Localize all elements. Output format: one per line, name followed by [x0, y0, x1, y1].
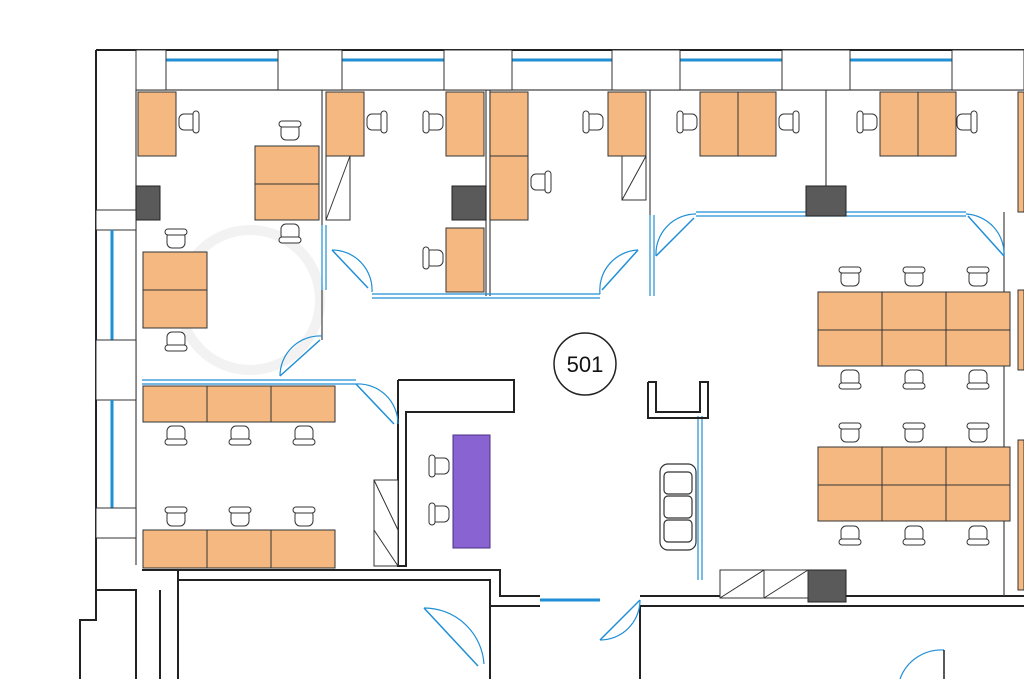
- desk-icon: [881, 446, 947, 486]
- desk-icon: [945, 291, 1011, 331]
- reception-structure: [373, 379, 709, 567]
- door-icon: [423, 607, 485, 667]
- chair-icon: [530, 170, 552, 194]
- desk-icon: [817, 484, 883, 522]
- glass-partitions: [142, 90, 1005, 596]
- chair-icon: [278, 120, 302, 141]
- desk-icon: [817, 446, 883, 486]
- desk-icon: [945, 446, 1011, 486]
- desk-icon: [879, 91, 919, 157]
- desk-icon: [917, 91, 957, 157]
- chair-icon: [428, 454, 450, 478]
- desk-icon: [445, 227, 485, 293]
- chair-icon: [966, 369, 990, 390]
- desk-icon: [254, 145, 320, 185]
- chair-icon: [902, 422, 926, 443]
- desk-icon: [254, 183, 320, 221]
- chair-icon: [838, 266, 862, 287]
- chair-icon: [164, 425, 188, 446]
- desk-icon: [945, 329, 1011, 367]
- room-number: 501: [567, 352, 604, 377]
- left-windows: [95, 209, 137, 539]
- chair-icon: [902, 266, 926, 287]
- cabinet-icon: [805, 185, 847, 217]
- desk-icon: [270, 529, 336, 569]
- chair-icon: [966, 266, 990, 287]
- desk-icon: [817, 329, 883, 367]
- chair-icon: [228, 425, 252, 446]
- room-label-group: 501: [553, 332, 617, 396]
- desk-icon: [142, 289, 208, 329]
- cabinet-icon: [135, 185, 161, 221]
- desk-icon: [206, 385, 272, 423]
- storage-boxes: [325, 155, 809, 599]
- chair-icon: [292, 425, 316, 446]
- door-icon: [965, 213, 1005, 257]
- chair-icon: [838, 422, 862, 443]
- desk-icon: [881, 291, 947, 331]
- chair-icon: [966, 525, 990, 546]
- door-icon: [355, 383, 399, 425]
- desk-icon: [270, 385, 336, 423]
- desk-icon: [737, 91, 777, 157]
- desk-icon: [1017, 289, 1024, 371]
- chair-icon: [902, 525, 926, 546]
- doors: [279, 213, 1005, 679]
- desk-icon: [817, 291, 883, 331]
- chair-icon: [428, 502, 450, 526]
- door-icon: [899, 649, 945, 679]
- cabinets: [135, 185, 847, 603]
- chair-icon: [422, 110, 444, 134]
- sofa-icon: [659, 463, 697, 551]
- desk-icon: [142, 529, 208, 569]
- desk-icon: [945, 484, 1011, 522]
- desk-icon: [142, 385, 208, 423]
- chair-icon: [966, 422, 990, 443]
- chair-icon: [676, 110, 698, 134]
- desk-icon: [445, 91, 485, 157]
- cabinet-icon: [451, 185, 487, 221]
- chair-icon: [902, 369, 926, 390]
- desk-icon: [881, 484, 947, 522]
- desk-icon: [699, 91, 739, 157]
- chair-icon: [838, 525, 862, 546]
- chair-icon: [292, 506, 316, 527]
- desk-icon: [881, 329, 947, 367]
- door-icon: [655, 213, 697, 257]
- chair-icon: [778, 110, 800, 134]
- chair-icon: [278, 223, 302, 244]
- chairs: [164, 110, 990, 546]
- chair-icon: [228, 506, 252, 527]
- chair-icon: [582, 110, 604, 134]
- desk-icon: [607, 91, 647, 157]
- chair-icon: [366, 110, 388, 134]
- door-icon: [599, 249, 639, 295]
- desk-icon: [1017, 439, 1024, 591]
- chair-icon: [422, 246, 444, 270]
- desk-icon: [1017, 91, 1024, 213]
- desk-icon: [206, 529, 272, 569]
- chair-icon: [956, 110, 978, 134]
- chair-icon: [164, 506, 188, 527]
- desk-icon: [325, 91, 365, 157]
- door-icon: [331, 249, 373, 293]
- door-icon: [279, 335, 323, 377]
- chair-icon: [164, 228, 188, 249]
- chair-icon: [856, 110, 878, 134]
- chair-icon: [838, 369, 862, 390]
- door-icon: [599, 599, 641, 641]
- desk-icon: [137, 91, 177, 157]
- chair-icon: [178, 110, 200, 134]
- chair-icon: [164, 331, 188, 352]
- desk-icon: [489, 91, 529, 157]
- cabinet-icon: [807, 569, 847, 603]
- desk-icon: [142, 251, 208, 291]
- meeting-table: [452, 434, 491, 549]
- top-windows: [135, 49, 1024, 91]
- desks: [137, 91, 1024, 591]
- desk-icon: [489, 155, 529, 221]
